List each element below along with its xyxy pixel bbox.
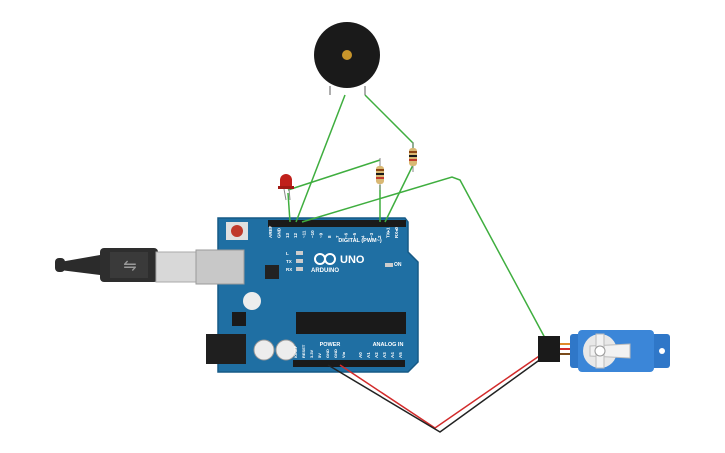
crystal bbox=[243, 292, 261, 310]
arduino-logo-icon bbox=[314, 253, 336, 265]
power-pin-label: 3.3V bbox=[309, 349, 314, 358]
usb-jack bbox=[195, 249, 245, 285]
power-pin-label: IOREF bbox=[293, 345, 298, 358]
digital-pin-label: 4 bbox=[360, 235, 365, 238]
status-led bbox=[296, 267, 303, 271]
digital-pin-label: ~9 bbox=[318, 232, 323, 238]
digital-pin-label: 13 bbox=[285, 232, 290, 238]
analog-pin-label: A5 bbox=[398, 352, 403, 358]
wire-buzzer-to-gnd bbox=[295, 94, 346, 223]
status-led-label: L bbox=[286, 251, 289, 256]
analog-pin-label: A0 bbox=[358, 352, 363, 358]
digital-pin-label: 2 bbox=[377, 235, 382, 238]
resistor-2[interactable] bbox=[409, 142, 417, 172]
wire-buzzer-to-resistor bbox=[364, 94, 414, 160]
capacitor-1 bbox=[253, 339, 275, 361]
digital-pin-label: 8 bbox=[327, 235, 332, 238]
on-label: ON bbox=[394, 262, 402, 268]
svg-text:⇋: ⇋ bbox=[123, 258, 136, 275]
wire-servo-ground bbox=[327, 355, 546, 433]
piezo-buzzer[interactable] bbox=[314, 22, 380, 95]
resistor-1[interactable] bbox=[376, 158, 384, 190]
status-led-label: RX bbox=[286, 267, 292, 272]
digital-pin-label: ~11 bbox=[302, 230, 307, 238]
usb-chip bbox=[265, 265, 279, 279]
digital-header[interactable] bbox=[268, 220, 406, 227]
digital-pin-label: TX▸1 bbox=[386, 227, 391, 238]
servo-connector bbox=[538, 336, 560, 362]
wires bbox=[287, 94, 546, 433]
digital-pin-label: GND bbox=[276, 227, 281, 238]
digital-header-label: DIGITAL (PWM~) bbox=[338, 238, 382, 244]
power-pin-label: Vin bbox=[341, 351, 346, 358]
analog-header-label: ANALOG IN bbox=[373, 342, 404, 348]
wire-servo-signal bbox=[301, 176, 546, 339]
power-jack bbox=[206, 334, 246, 364]
digital-pin-label: ~10 bbox=[310, 230, 315, 238]
digital-pin-label: 12 bbox=[293, 232, 298, 238]
analog-pin-label: A1 bbox=[366, 352, 371, 358]
analog-pin-label: A2 bbox=[374, 352, 379, 358]
power-pin-label: GND bbox=[333, 349, 338, 358]
wire-led-to-pin bbox=[287, 192, 291, 223]
status-led bbox=[296, 251, 303, 255]
micro-servo[interactable] bbox=[538, 330, 670, 372]
usb-cable[interactable]: ⇋ bbox=[55, 248, 197, 283]
board-model: UNO bbox=[340, 254, 365, 266]
status-led-label: TX bbox=[286, 259, 292, 264]
red-led[interactable] bbox=[278, 174, 294, 201]
reset-button[interactable] bbox=[231, 225, 243, 237]
power-pin-label: RESET bbox=[301, 344, 306, 358]
digital-pin-label: ~6 bbox=[344, 232, 349, 238]
digital-pin-label: RX◂0 bbox=[394, 226, 399, 238]
power-pin-label: 5V bbox=[317, 353, 322, 358]
power-analog-header[interactable] bbox=[293, 360, 405, 367]
wire-led-to-resistor bbox=[287, 159, 381, 191]
on-led bbox=[385, 263, 393, 267]
digital-pin-label: ~3 bbox=[369, 232, 374, 238]
digital-pin-label: ~5 bbox=[352, 232, 357, 238]
digital-pin-label: 7 bbox=[335, 235, 340, 238]
regulator bbox=[232, 312, 246, 326]
capacitor-2 bbox=[275, 339, 297, 361]
analog-pin-label: A4 bbox=[390, 352, 395, 358]
board-brand: ARDUINO bbox=[311, 268, 339, 274]
analog-pin-label: A3 bbox=[382, 352, 387, 358]
atmega-chip bbox=[296, 312, 406, 334]
power-header-label: POWER bbox=[320, 342, 341, 348]
power-pin-label: GND bbox=[325, 349, 330, 358]
wire-servo-power bbox=[339, 351, 546, 429]
digital-pin-label: AREF bbox=[268, 225, 273, 238]
status-led bbox=[296, 259, 303, 263]
